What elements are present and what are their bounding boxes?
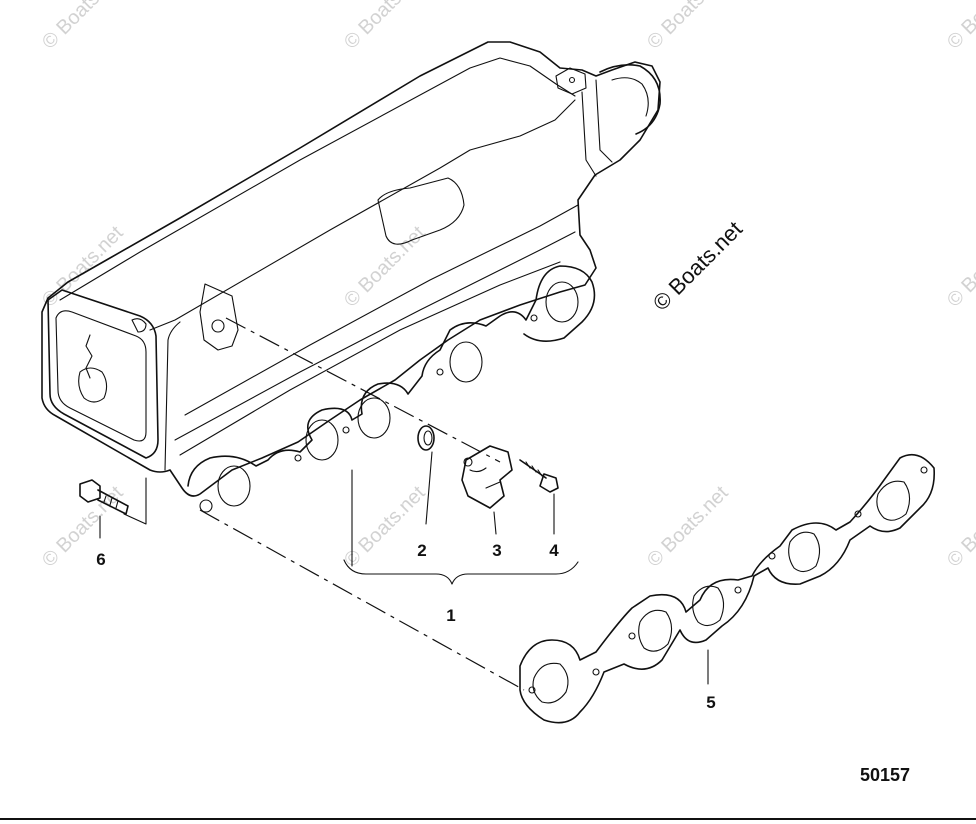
callout-5: 5 [706, 693, 715, 712]
callouts: 2 3 4 6 1 5 [96, 541, 715, 712]
callout-3: 3 [492, 541, 501, 560]
watermark-text: © Boats.net [38, 482, 128, 572]
watermark-text: © Boats.net [943, 0, 976, 54]
watermark-text: © Boats.net [38, 0, 128, 54]
watermark-text: © Boats.net [643, 0, 733, 54]
callout-1: 1 [446, 606, 455, 625]
exhaust-gasket [519, 453, 936, 724]
callout-6: 6 [96, 550, 105, 569]
copyright-watermark: © Boats.net [648, 216, 747, 315]
watermark-text: © Boats.net [340, 0, 430, 54]
watermark-text: © Boats.net [943, 482, 976, 572]
exhaust-manifold [41, 41, 661, 497]
watermark-text: © Boats.net [643, 482, 733, 572]
manifold-flange [187, 265, 596, 513]
watermark-text: © Boats.net [943, 222, 976, 312]
callout-4: 4 [549, 541, 559, 560]
figure-number: 50157 [860, 765, 910, 785]
washer [417, 425, 435, 451]
sensor-screw [519, 459, 559, 493]
manifold-bolt [79, 479, 129, 515]
watermark-text: © Boats.net [340, 222, 430, 312]
temperature-sensor [461, 445, 513, 509]
leader-lines [99, 317, 709, 691]
watermark-layer: © Boats.net © Boats.net © Boats.net © Bo… [38, 0, 976, 572]
callout-2: 2 [417, 541, 426, 560]
